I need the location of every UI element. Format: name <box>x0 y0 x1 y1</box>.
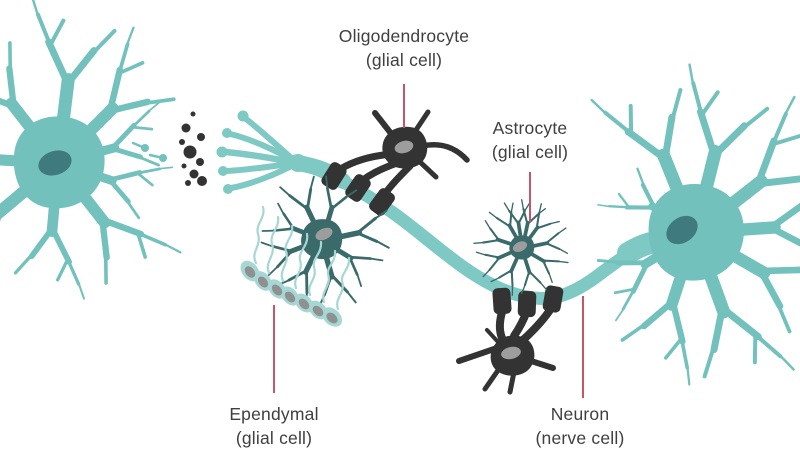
ependymal-cells <box>240 205 351 327</box>
label-neuron: Neuron (nerve cell) <box>490 402 670 450</box>
glial-cell-middle <box>259 174 392 310</box>
label-title: Oligodendrocyte <box>338 26 470 46</box>
neuron-right <box>584 65 800 399</box>
astrocyte-cell <box>472 197 572 298</box>
nucleus <box>501 346 521 360</box>
terminal-knob <box>222 128 232 138</box>
label-subtitle: (nerve cell) <box>535 428 625 448</box>
terminal-knob <box>237 110 249 122</box>
nucleus <box>666 215 698 245</box>
cell-body <box>648 184 744 281</box>
label-subtitle: (glial cell) <box>235 428 313 448</box>
ependymal-cilia <box>253 205 351 311</box>
label-subtitle: (glial cell) <box>491 142 569 162</box>
nucleus <box>38 150 72 176</box>
myelin-sheath-band <box>517 290 537 318</box>
pointer-line-astrocyte <box>529 172 531 222</box>
nucleus <box>512 241 528 252</box>
terminal-knob <box>216 146 228 158</box>
myelin-sheath-band <box>492 287 512 315</box>
ependymal-nuclei <box>244 266 338 324</box>
pointer-line-oligodendrocyte <box>403 84 405 128</box>
label-subtitle: (glial cell) <box>365 50 443 70</box>
pointer-line-ependymal <box>273 305 275 393</box>
neuron-left <box>0 0 189 300</box>
terminal-knob <box>223 184 233 194</box>
synaptic-bouton <box>159 154 167 162</box>
terminal-knob <box>218 166 228 176</box>
nucleus <box>315 227 333 241</box>
nucleus <box>394 140 414 154</box>
synaptic-bouton <box>141 144 149 152</box>
label-ependymal: Ependymal (glial cell) <box>184 402 364 450</box>
label-title: Astrocyte <box>492 118 568 138</box>
oligodendrocyte-cell <box>319 109 470 218</box>
label-title: Ependymal <box>229 404 319 424</box>
synaptic-vesicle-dots <box>179 111 207 186</box>
axon <box>289 154 667 306</box>
dendrite-terminal-fan <box>216 110 307 194</box>
label-astrocyte: Astrocyte (glial cell) <box>450 116 610 164</box>
label-oligodendrocyte: Oligodendrocyte (glial cell) <box>294 24 514 72</box>
oligodendrocyte-cell-lower <box>456 284 565 395</box>
pointer-line-neuron <box>582 296 584 398</box>
label-title: Neuron <box>550 404 610 424</box>
